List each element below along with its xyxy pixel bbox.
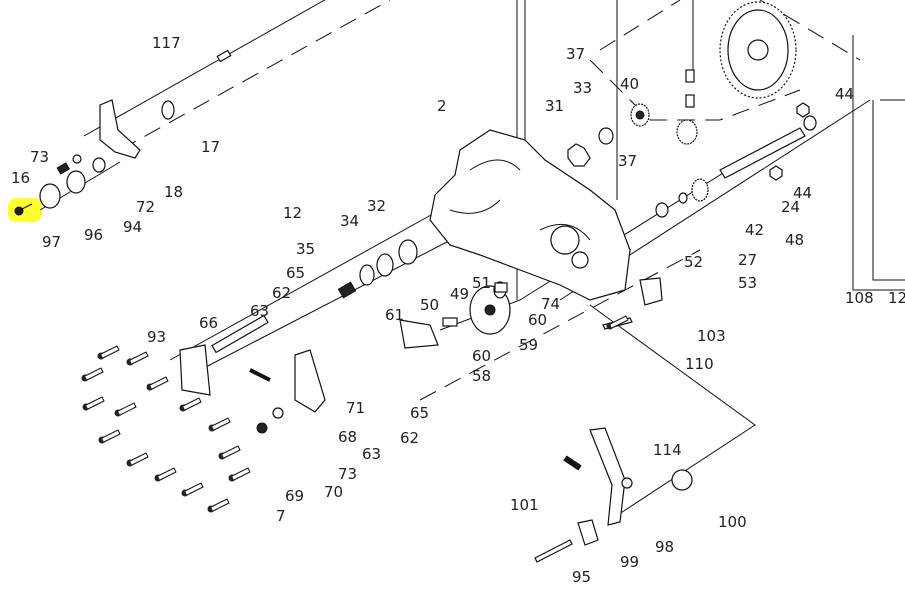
bolts — [81, 315, 629, 513]
callout-114[interactable]: 114 — [653, 441, 682, 459]
callout-101[interactable]: 101 — [510, 496, 539, 514]
callout-49[interactable]: 49 — [450, 285, 469, 303]
callout-74[interactable]: 74 — [541, 295, 560, 313]
callout-100[interactable]: 100 — [718, 513, 747, 531]
callout-69[interactable]: 69 — [285, 487, 304, 505]
callout-53[interactable]: 53 — [738, 274, 757, 292]
callout-40[interactable]: 40 — [620, 75, 639, 93]
callout-73[interactable]: 73 — [30, 148, 49, 166]
callout-12[interactable]: 12 — [283, 204, 302, 222]
bolt-icon — [154, 467, 177, 482]
callout-42[interactable]: 42 — [745, 221, 764, 239]
bolt-icon — [606, 315, 629, 330]
callout-37b[interactable]: 37 — [618, 152, 637, 170]
callout-24[interactable]: 24 — [781, 198, 800, 216]
callout-16[interactable]: 16 — [11, 169, 30, 187]
bolt-icon — [126, 452, 149, 467]
callout-103[interactable]: 103 — [697, 327, 726, 345]
bolt-icon — [228, 467, 251, 482]
callout-17[interactable]: 17 — [201, 138, 220, 156]
callout-65b[interactable]: 65 — [410, 404, 429, 422]
callout-97[interactable]: 97 — [42, 233, 61, 251]
callout-35[interactable]: 35 — [296, 240, 315, 258]
callout-99[interactable]: 99 — [620, 553, 639, 571]
callout-66[interactable]: 66 — [199, 314, 218, 332]
callout-110[interactable]: 110 — [685, 355, 714, 373]
callout-96[interactable]: 96 — [84, 226, 103, 244]
bolt-icon — [181, 482, 204, 497]
callout-60b[interactable]: 60 — [472, 347, 491, 365]
callout-73b[interactable]: 73 — [338, 465, 357, 483]
callout-117[interactable]: 117 — [152, 34, 181, 52]
bolt-icon — [97, 345, 120, 360]
callout-62[interactable]: 62 — [272, 284, 291, 302]
callout-98[interactable]: 98 — [655, 538, 674, 556]
bolt-icon — [218, 445, 241, 460]
callout-31[interactable]: 31 — [545, 97, 564, 115]
callout-18[interactable]: 18 — [164, 183, 183, 201]
callout-37[interactable]: 37 — [566, 45, 585, 63]
callout-32[interactable]: 32 — [367, 197, 386, 215]
callout-71[interactable]: 71 — [346, 399, 365, 417]
callout-58[interactable]: 58 — [472, 367, 491, 385]
callout-70[interactable]: 70 — [324, 483, 343, 501]
callout-68[interactable]: 68 — [338, 428, 357, 446]
callout-44[interactable]: 44 — [835, 85, 854, 103]
callout-93[interactable]: 93 — [147, 328, 166, 346]
callout-95[interactable]: 95 — [572, 568, 591, 586]
callout-61[interactable]: 61 — [385, 306, 404, 324]
bolt-icon — [179, 397, 202, 412]
bolt-icon — [82, 396, 105, 411]
bolt-icon — [208, 417, 231, 432]
callout-34[interactable]: 34 — [340, 212, 359, 230]
axis-lines — [39, 0, 905, 521]
highlight-marker — [8, 198, 42, 222]
bolt-icon — [207, 498, 230, 513]
callout-63[interactable]: 63 — [250, 302, 269, 320]
bolt-icon — [146, 376, 169, 391]
callout-51[interactable]: 51 — [472, 274, 491, 292]
callout-108[interactable]: 108 — [845, 289, 874, 307]
callout-52[interactable]: 52 — [684, 253, 703, 271]
callout-27[interactable]: 27 — [738, 251, 757, 269]
callout-65[interactable]: 65 — [286, 264, 305, 282]
bolt-icon — [81, 367, 104, 382]
callout-50[interactable]: 50 — [420, 296, 439, 314]
callout-72[interactable]: 72 — [136, 198, 155, 216]
bolt-icon — [98, 429, 121, 444]
callout-44b[interactable]: 44 — [793, 184, 812, 202]
callout-2[interactable]: 2 — [437, 97, 447, 115]
callout-94[interactable]: 94 — [123, 218, 142, 236]
parts — [14, 1, 817, 563]
bolt-icon — [114, 402, 137, 417]
callouts: 117 17 18 72 73 16 94 96 97 2 12 34 32 3… — [11, 34, 905, 586]
callout-33[interactable]: 33 — [573, 79, 592, 97]
callout-7[interactable]: 7 — [276, 507, 286, 525]
callout-48[interactable]: 48 — [785, 231, 804, 249]
callout-63b[interactable]: 63 — [362, 445, 381, 463]
callout-12b[interactable]: 12 — [888, 289, 905, 307]
callout-59[interactable]: 59 — [519, 336, 538, 354]
callout-60[interactable]: 60 — [528, 311, 547, 329]
bolt-icon — [126, 351, 149, 366]
callout-62b[interactable]: 62 — [400, 429, 419, 447]
